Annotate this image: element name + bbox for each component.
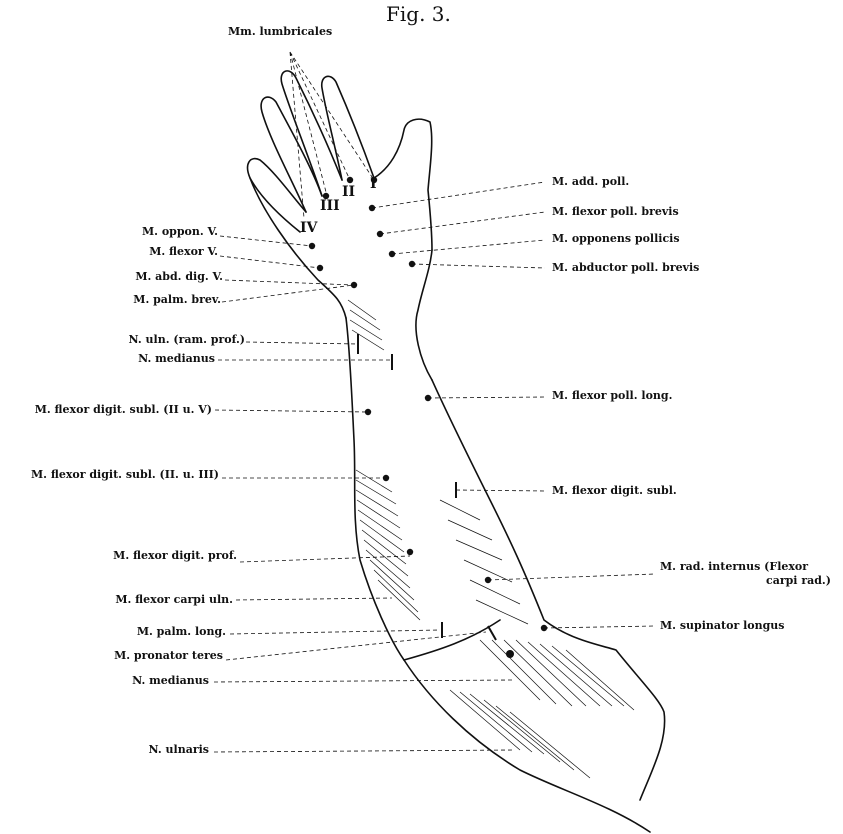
label-add-poll: M. add. poll. (552, 176, 629, 188)
numeral-I: I (370, 178, 377, 190)
numeral-II: II (342, 186, 355, 198)
label-abd-dig-v: M. abd. dig. V. (135, 271, 223, 283)
index-finger (322, 76, 374, 180)
label-flexor-v: M. flexor V. (149, 246, 218, 258)
label-opponens-pollicis: M. opponens pollicis (552, 233, 680, 245)
label-flexor-digit-prof: M. flexor digit. prof. (113, 550, 237, 562)
label-n-ulnaris: N. ulnaris (149, 744, 209, 756)
label-pronator-teres: M. pronator teres (114, 650, 223, 662)
label-palm-brev: M. palm. brev. (133, 294, 221, 306)
numeral-IV: IV (300, 222, 317, 234)
label-palm-long: M. palm. long. (137, 626, 226, 638)
figure-title: Fig. 3. (386, 2, 451, 26)
label-flexor-poll-brevis: M. flexor poll. brevis (552, 206, 679, 218)
label-flexor-digit-subl-ii-iii: M. flexor digit. subl. (II. u. III) (31, 469, 219, 481)
label-n-uln-ram-prof: N. uln. (ram. prof.) (129, 334, 245, 346)
label-supinator-longus: M. supinator longus (660, 620, 784, 632)
label-flexor-digit-subl: M. flexor digit. subl. (552, 485, 677, 497)
label-flexor-carpi-uln: M. flexor carpi uln. (115, 594, 233, 606)
label-oppon-v: M. oppon. V. (142, 226, 218, 238)
elbow-crease (404, 620, 500, 660)
thumb (374, 119, 432, 250)
label-flexor-poll-long: M. flexor poll. long. (552, 390, 672, 402)
lumbricales-label: Mm. lumbricales (228, 26, 332, 38)
label-n-medianus-lower: N. medianus (132, 675, 209, 687)
label-abductor-poll-brevis: M. abductor poll. brevis (552, 262, 699, 274)
numeral-III: III (320, 200, 340, 212)
label-flexor-digit-subl-ii-v: M. flexor digit. subl. (II u. V) (35, 404, 212, 416)
label-rad-internus-line2: carpi rad.) (766, 575, 831, 587)
forearm-radial-edge (432, 380, 665, 800)
little-finger (248, 159, 306, 232)
label-rad-internus-line1: M. rad. internus (Flexor (660, 561, 808, 573)
wrist-radial-edge (416, 250, 432, 380)
label-n-medianus-upper: N. medianus (138, 353, 215, 365)
